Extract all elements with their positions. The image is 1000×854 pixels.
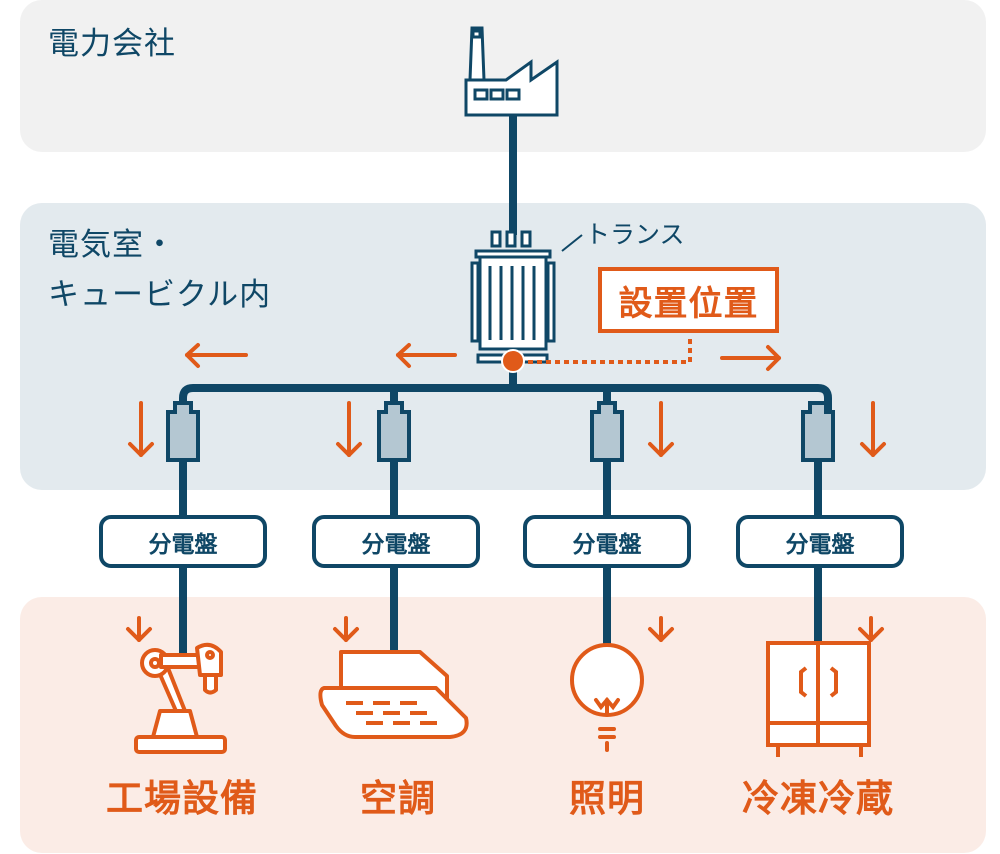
arrow-down-icon <box>648 616 674 642</box>
room-label-line2: キュービクル内 <box>48 276 272 313</box>
utility-zone <box>20 0 986 152</box>
load-label-factory: 工場設備 <box>106 777 258 820</box>
load-label-refrigeration: 冷凍冷蔵 <box>742 777 894 820</box>
arrow-down-icon <box>126 616 152 642</box>
panelboard-3: 分電盤 <box>523 515 691 568</box>
arrow-left-icon <box>396 343 457 368</box>
load-label-lighting: 照明 <box>569 777 645 820</box>
factory-icon <box>464 26 559 117</box>
arrow-down-icon <box>128 401 154 457</box>
breaker-icon <box>590 401 624 462</box>
main-bus-line <box>179 384 832 410</box>
air-conditioner-icon <box>318 650 469 739</box>
panelboard-1: 分電盤 <box>99 515 267 568</box>
install-position-callout: 設置位置 <box>598 267 779 333</box>
arrow-down-icon <box>336 401 362 457</box>
breaker-icon <box>801 401 835 462</box>
load-label-hvac: 空調 <box>360 777 436 820</box>
arrow-down-icon <box>648 401 674 457</box>
install-leader-dotted <box>528 335 692 364</box>
panelboard-4: 分電盤 <box>736 515 904 568</box>
breaker-icon <box>377 401 411 462</box>
arrow-left-icon <box>185 343 248 368</box>
transformer-bushings <box>490 230 532 248</box>
utility-zone-label: 電力会社 <box>48 26 176 62</box>
arrow-down-icon <box>333 616 359 642</box>
refrigerator-icon <box>766 641 871 757</box>
transformer-label: トランス <box>585 220 685 249</box>
electrical-room-zone-label: 電気室・ キュービクル内 <box>48 221 271 320</box>
robot-arm-icon <box>134 642 227 754</box>
room-label-line1: 電気室・ <box>48 227 176 263</box>
arrow-down-icon <box>858 616 884 642</box>
breaker-icon <box>166 401 200 462</box>
transformer-label-leader <box>561 234 583 252</box>
arrow-right-icon <box>720 345 781 371</box>
arrow-down-icon <box>860 401 886 457</box>
light-bulb-icon <box>570 643 644 752</box>
install-point-marker <box>501 349 525 373</box>
panelboard-2: 分電盤 <box>312 515 480 568</box>
transformer-icon <box>470 230 556 364</box>
